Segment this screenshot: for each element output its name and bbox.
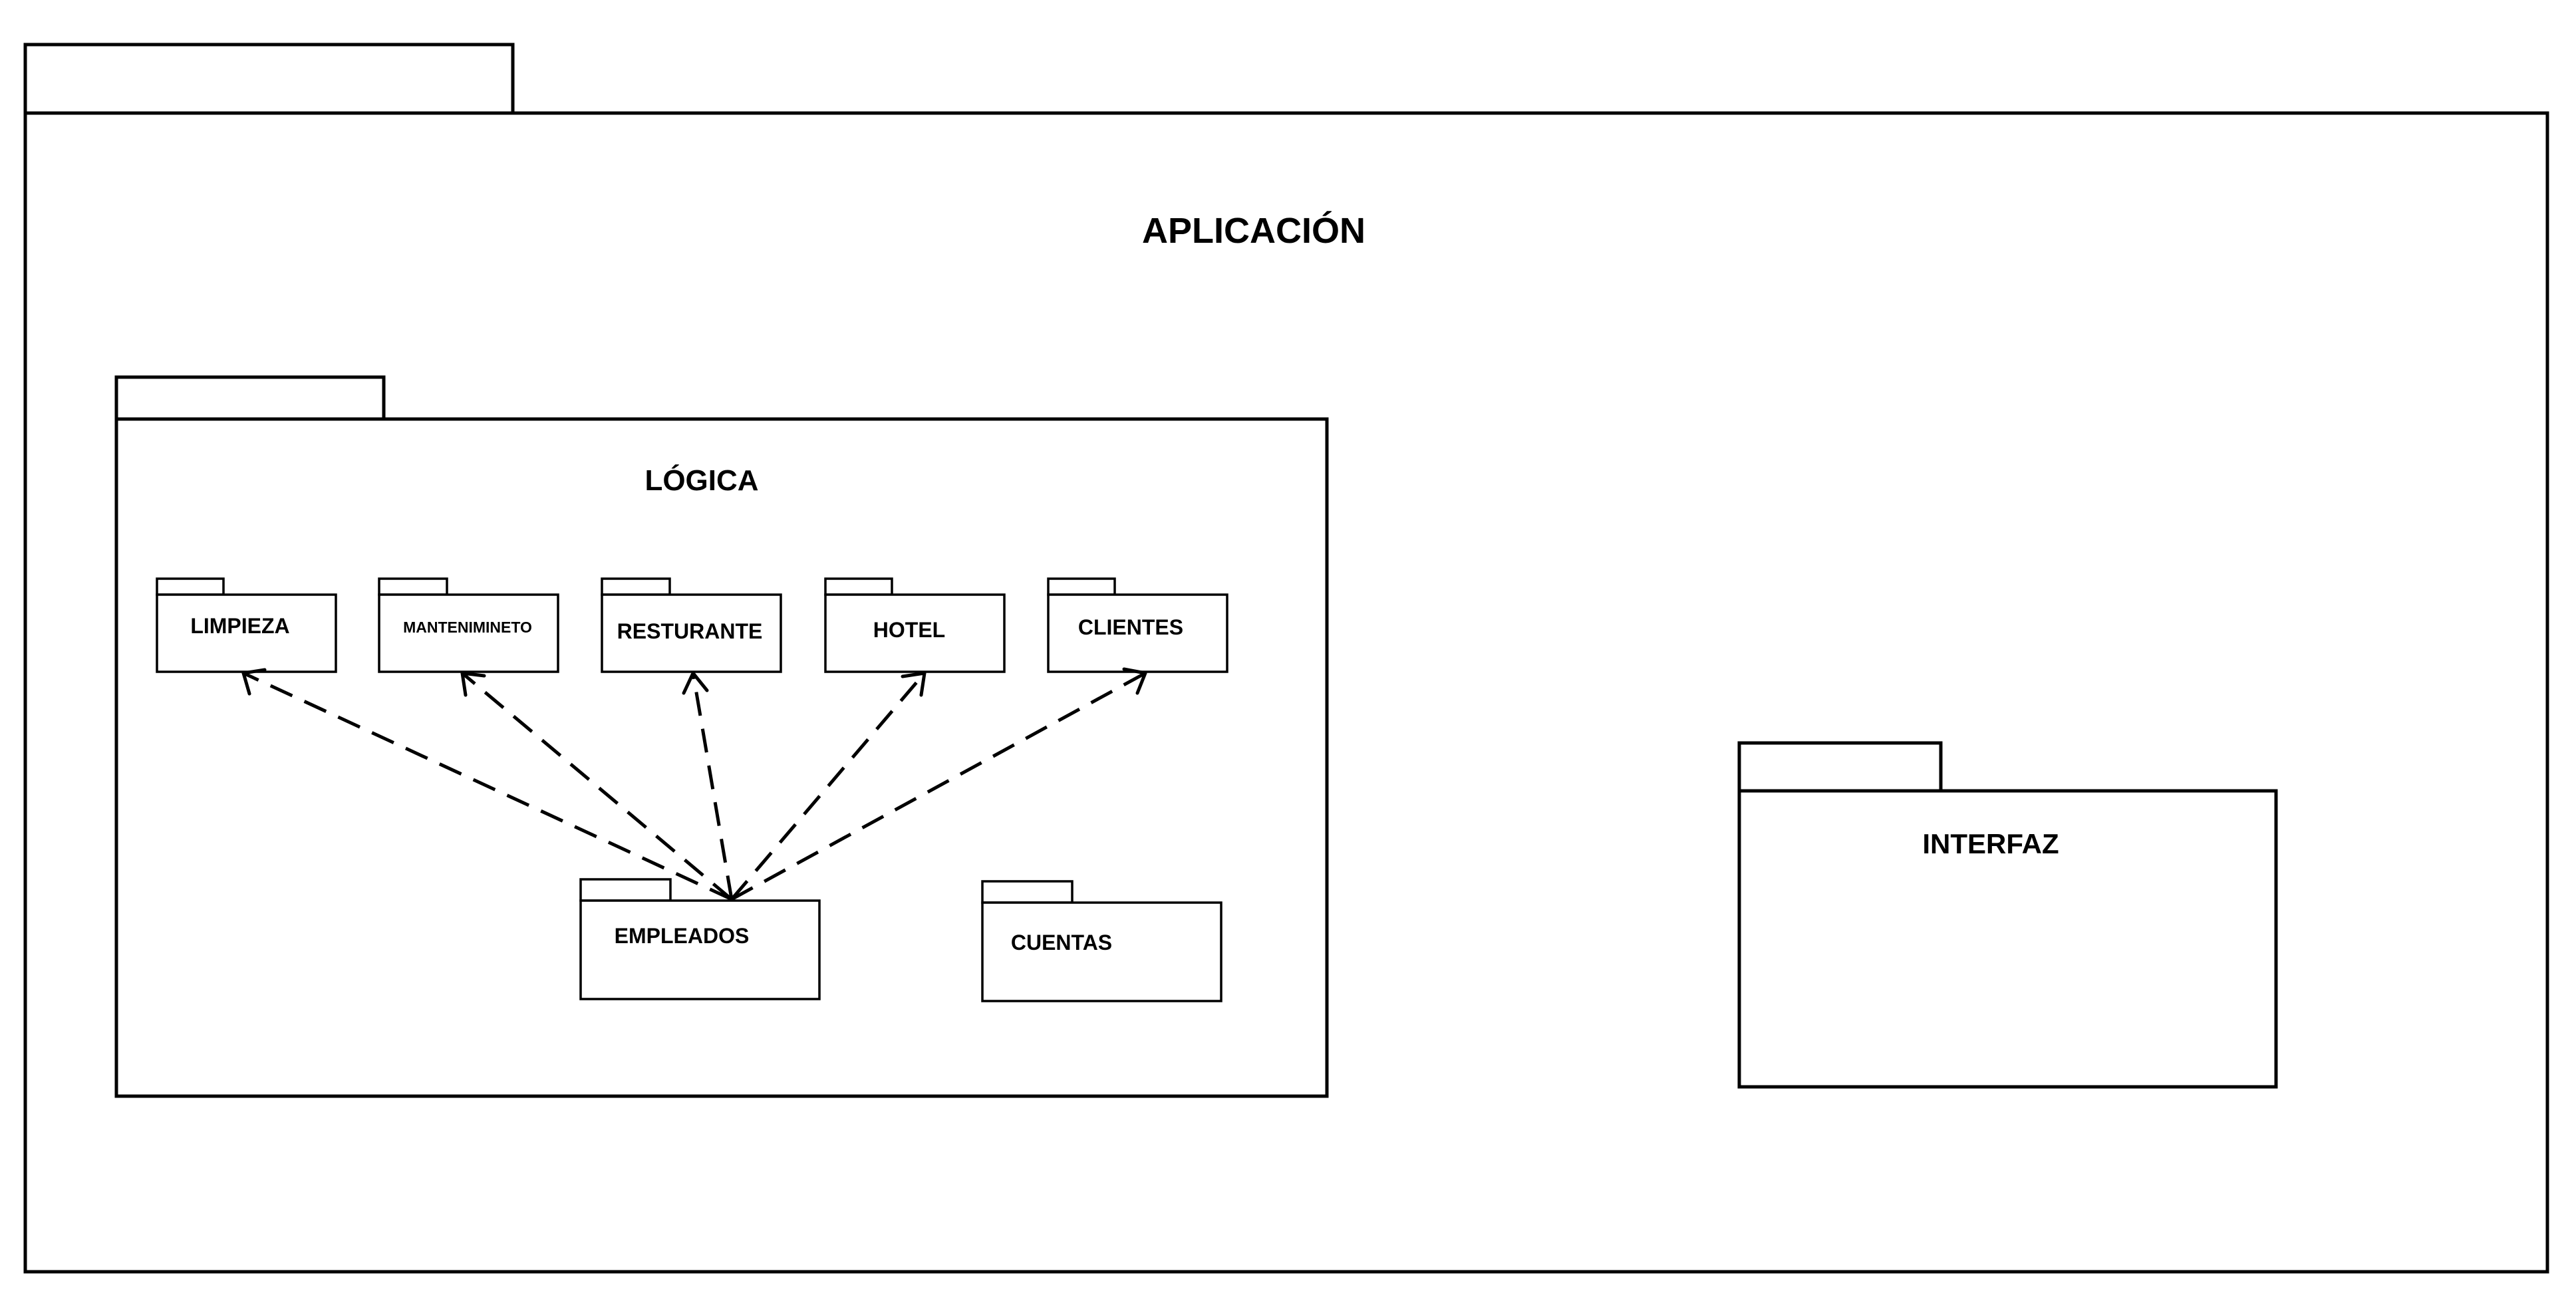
package-mantenimiento[interactable]: MANTENIMINETO (378, 577, 559, 673)
package-clientes-tab (1047, 577, 1116, 596)
package-cuentas-body (981, 901, 1222, 1002)
package-interfaz-body (1737, 789, 2278, 1089)
package-restaurante-tab (601, 577, 671, 596)
package-limpieza-body (156, 593, 337, 673)
package-clientes-body (1047, 593, 1228, 673)
package-interfaz-tab (1737, 741, 1943, 793)
package-cuentas[interactable]: CUENTAS (981, 880, 1222, 1002)
package-cuentas-tab (981, 880, 1073, 904)
package-cuentas-label: CUENTAS (1011, 931, 1112, 954)
package-hotel-tab (824, 577, 893, 596)
package-hotel[interactable]: HOTEL (824, 577, 1006, 673)
dependency-arrows (241, 667, 1147, 901)
package-empleados-body (579, 899, 821, 1000)
package-limpieza-label: LIMPIEZA (190, 614, 289, 638)
package-interfaz[interactable]: INTERFAZ (1737, 741, 2278, 1089)
package-empleados-label: EMPLEADOS (615, 924, 750, 948)
package-aplicacion-label: APLICACIÓN (1142, 211, 1365, 251)
dependency-empleados-restaurante[interactable] (682, 671, 734, 900)
dependency-empleados-mantenimiento[interactable] (460, 671, 733, 901)
package-hotel-label: HOTEL (873, 618, 945, 642)
package-limpieza[interactable]: LIMPIEZA (156, 577, 337, 673)
dependency-empleados-clientes[interactable] (730, 667, 1147, 901)
package-restaurante-label: RESTURANTE (617, 619, 763, 643)
package-logica-label: LÓGICA (644, 464, 758, 497)
package-mantenimiento-tab (378, 577, 448, 596)
package-clientes[interactable]: CLIENTES (1047, 577, 1228, 673)
package-mantenimiento-body (378, 593, 559, 673)
package-limpieza-tab (156, 577, 225, 596)
package-restaurante-body (601, 593, 782, 673)
dependency-empleados-hotel[interactable] (730, 671, 927, 901)
package-empleados-tab (579, 878, 672, 902)
package-empleados[interactable]: EMPLEADOS (579, 878, 821, 1000)
package-logica-tab (114, 375, 386, 421)
package-interfaz-label: INTERFAZ (1922, 828, 2059, 859)
package-clientes-label: CLIENTES (1078, 615, 1183, 639)
package-hotel-body (824, 593, 1006, 673)
package-restaurante[interactable]: RESTURANTE (601, 577, 782, 673)
package-mantenimiento-label: MANTENIMINETO (403, 619, 532, 636)
dependency-empleados-limpieza[interactable] (241, 668, 733, 901)
package-aplicacion-tab (23, 43, 515, 115)
